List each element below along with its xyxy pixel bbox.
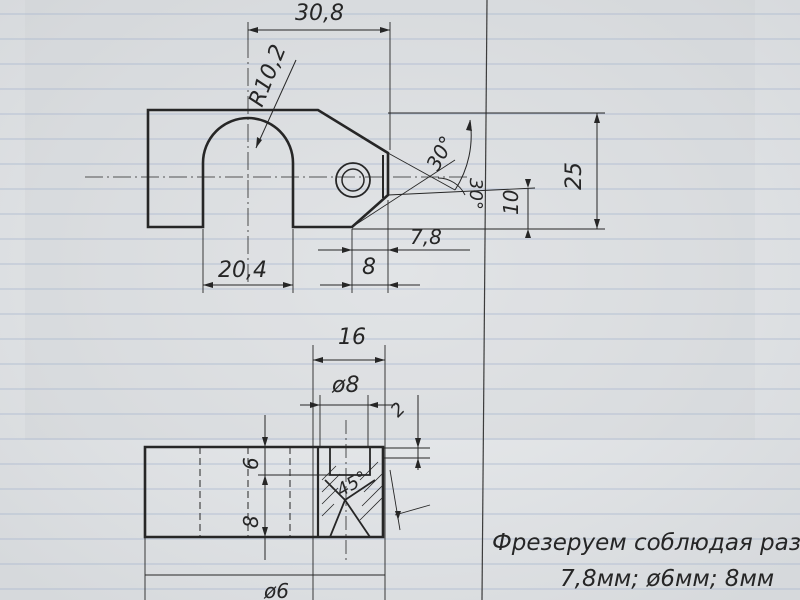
ruled-lines [0,13,800,590]
bore-section [324,447,376,538]
part-outline [146,108,390,229]
top-view [85,22,605,293]
hole-outer [335,162,371,198]
dim-angle-small: 30° [465,178,486,210]
dim-height-inner: 10 [499,190,523,215]
note-line-1: Фрезеруем соблюдая разме [492,530,800,556]
dim-height-total: 25 [562,162,587,190]
dim-step: 6 [239,457,263,470]
margin-line [481,0,488,600]
dim-chamfer: 7,8 [410,225,442,249]
dim-overall-width: 30,8 [295,1,344,26]
dim-front-width: 16 [338,325,366,350]
dim-line-radius [255,59,297,149]
front-view [143,345,431,600]
note-line-2: 7,8мм; ø6мм; 8мм [560,566,775,592]
dim-front-height: 8 [239,515,263,528]
hole-inner [341,168,365,192]
dim-hole: ø6 [263,579,289,600]
dim-bore: ø8 [331,373,359,398]
dim-arc-small [437,177,466,196]
dim-slot-width: 20,4 [218,258,267,283]
hatching [321,461,383,521]
dim-small-width: 8 [362,255,376,280]
